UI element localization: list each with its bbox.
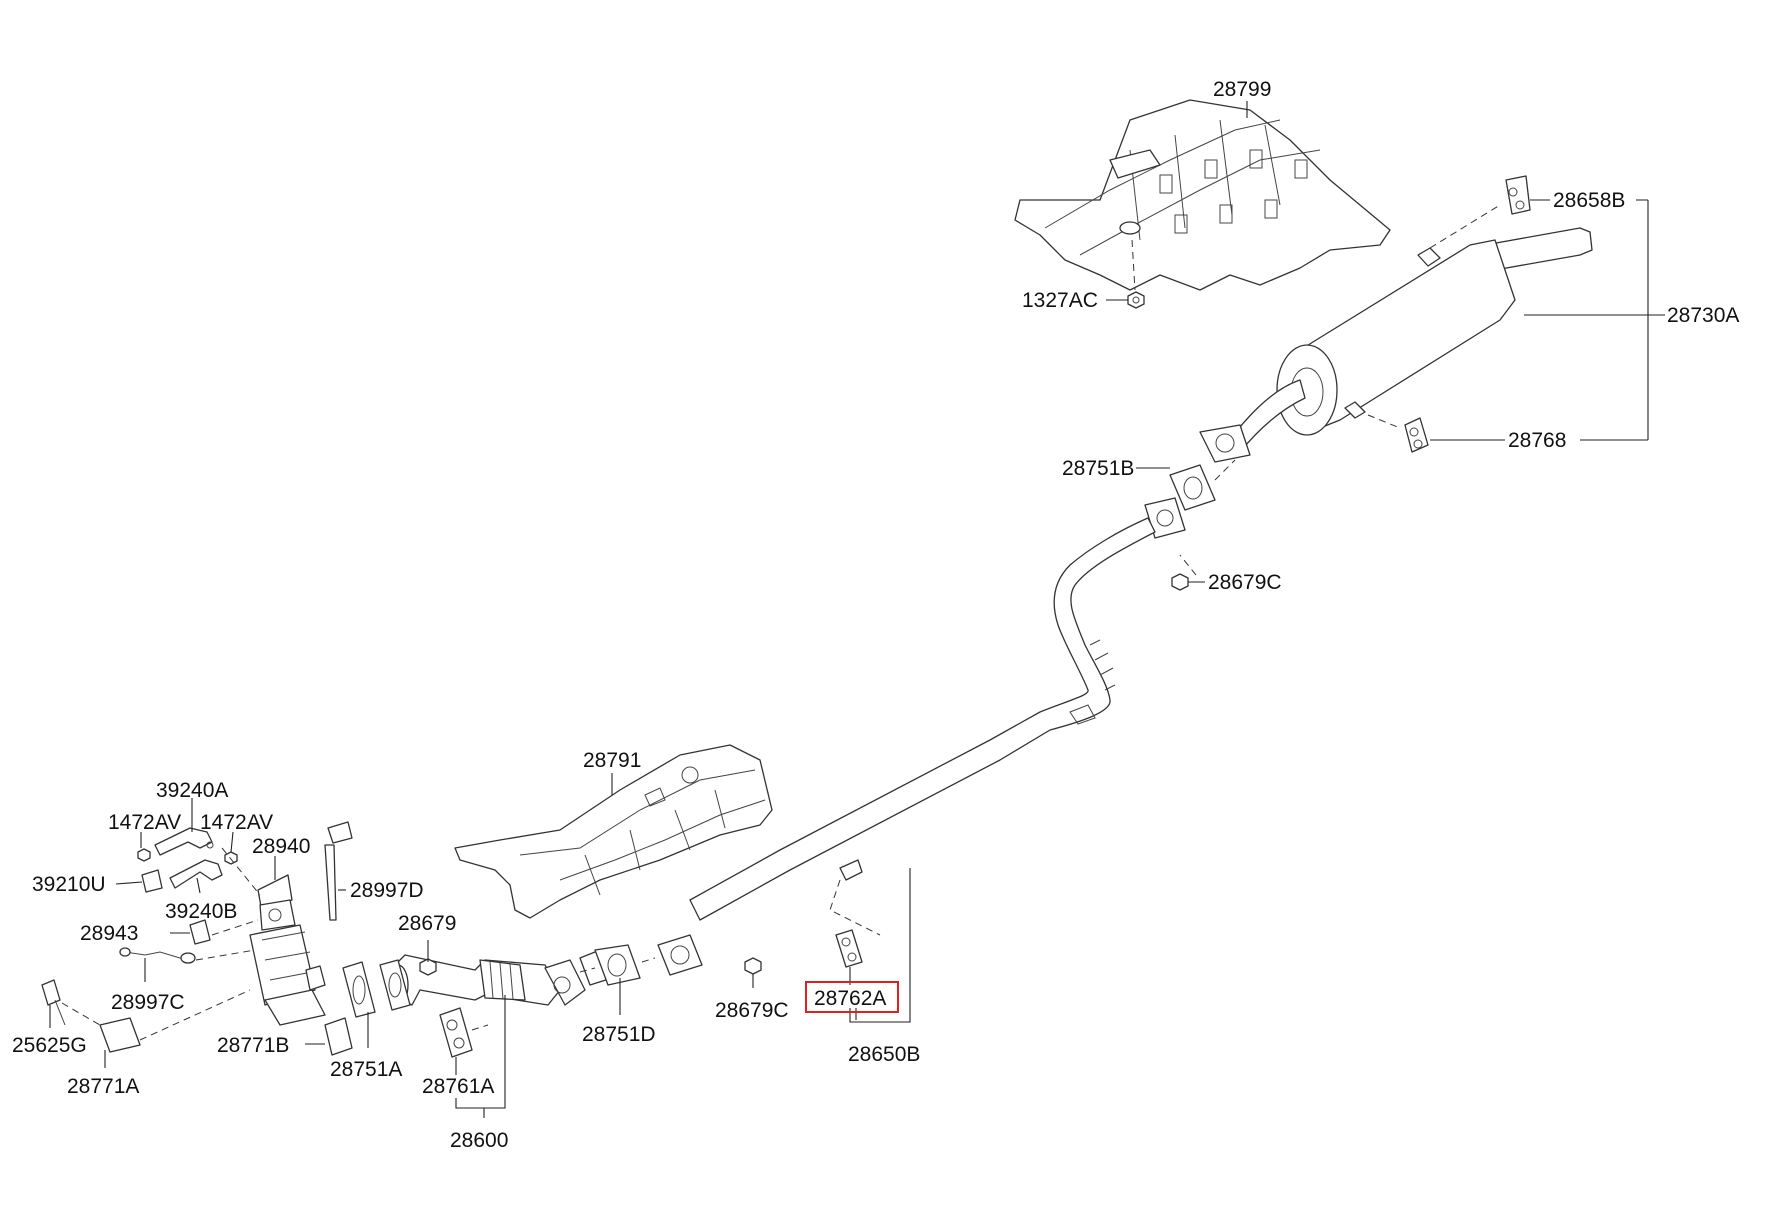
fastener-1472AV-left-icon	[137, 848, 151, 862]
rear-muffler-28730A	[1199, 227, 1593, 463]
label-28679C-top[interactable]: 28679C	[1208, 571, 1282, 594]
leader-dash-28762A	[829, 879, 881, 936]
front-pipe-28600	[387, 949, 613, 1006]
nut-1327AC-icon	[1127, 291, 1145, 309]
nut-28679C-top-icon	[1171, 573, 1189, 591]
nut-28679C-bottom-icon	[744, 957, 762, 975]
label-1472AV-right[interactable]: 1472AV	[200, 811, 273, 834]
label-28791[interactable]: 28791	[583, 749, 641, 772]
rubber-hanger-28658B-icon	[1505, 175, 1531, 215]
label-28771B[interactable]: 28771B	[217, 1034, 289, 1057]
leader-dash-28943	[211, 919, 259, 936]
leader-dash-pipe-gasket	[579, 967, 596, 973]
leader-dash-28679C-top	[1179, 554, 1197, 576]
oxygen-sensor-hose-39240A-icon	[154, 827, 214, 856]
oxygen-sensor-hose-39240B-icon	[169, 859, 223, 889]
label-28751A[interactable]: 28751A	[330, 1058, 402, 1081]
gasket-front-icon	[379, 959, 411, 1011]
label-39240B[interactable]: 39240B	[165, 900, 237, 923]
label-39240A[interactable]: 39240A	[156, 779, 228, 802]
leader-39240B	[196, 877, 201, 894]
center-pipe-28650B	[657, 497, 1186, 976]
label-1472AV-left[interactable]: 1472AV	[108, 811, 181, 834]
label-39210U[interactable]: 39210U	[32, 873, 106, 896]
bracket-28771B-icon	[324, 1017, 353, 1056]
label-28751D[interactable]: 28751D	[582, 1023, 656, 1046]
label-25625G[interactable]: 25625G	[12, 1034, 87, 1057]
bolt-25625G-icon	[41, 979, 66, 1026]
label-28997D[interactable]: 28997D	[350, 879, 424, 902]
catalytic-converter-28940	[249, 874, 326, 1026]
label-28730A[interactable]: 28730A	[1667, 304, 1739, 327]
leader-dash-28997C	[195, 949, 256, 961]
label-28771A[interactable]: 28771A	[67, 1075, 139, 1098]
leader-dash-28761A	[471, 1024, 489, 1031]
sensor-wire-28997C-icon	[119, 947, 196, 964]
label-28940[interactable]: 28940	[252, 835, 310, 858]
bracket-28997D-icon	[324, 821, 353, 921]
fastener-1472AV-right-icon	[224, 851, 238, 865]
bracket-28943-icon	[189, 919, 211, 945]
label-1327AC[interactable]: 1327AC	[1022, 289, 1098, 312]
front-heat-shield-28791	[454, 744, 773, 919]
label-28762A[interactable]: 28762A	[814, 987, 886, 1010]
label-28997C[interactable]: 28997C	[111, 991, 185, 1014]
leader-dash-28771A	[139, 989, 251, 1041]
label-28799[interactable]: 28799	[1213, 78, 1271, 101]
bracket-28650B	[849, 868, 911, 1023]
label-28679C-bottom[interactable]: 28679C	[715, 999, 789, 1022]
leader-1472AV-right	[230, 831, 234, 853]
label-28768[interactable]: 28768	[1508, 429, 1566, 452]
leader-dash-28768	[1367, 414, 1401, 429]
label-28761A[interactable]: 28761A	[422, 1075, 494, 1098]
label-28650B[interactable]: 28650B	[848, 1043, 920, 1066]
gasket-28751D-icon	[594, 944, 641, 986]
leader-dash-39240A	[221, 847, 261, 896]
bracket-28730A	[1580, 199, 1665, 441]
sensor-39210U-icon	[141, 869, 163, 893]
gasket-28751B-icon	[1169, 464, 1216, 511]
bracket-28600	[455, 995, 506, 1118]
label-28600[interactable]: 28600	[450, 1129, 508, 1152]
leader-dash-gasket-D	[641, 957, 656, 963]
label-28658B[interactable]: 28658B	[1553, 189, 1625, 212]
rubber-hanger-28762A-icon	[835, 929, 863, 968]
leader-dash-28658B	[1429, 204, 1501, 249]
leader-dash-25625G	[61, 1002, 101, 1026]
bracket-28771A-icon	[99, 1017, 141, 1053]
rear-heat-shield-28799	[1014, 99, 1391, 291]
label-28943[interactable]: 28943	[80, 922, 138, 945]
label-28679[interactable]: 28679	[398, 912, 456, 935]
highlight-box-28762A	[805, 981, 899, 1013]
label-28751B[interactable]: 28751B	[1062, 457, 1134, 480]
gasket-28751A-icon	[342, 961, 376, 1018]
rubber-hanger-28761A-icon	[439, 1007, 473, 1058]
leader-dash-1327AC	[1131, 239, 1136, 291]
leader-dash-gasket-B	[1214, 459, 1236, 481]
leader-39210U	[115, 881, 143, 885]
rubber-hanger-28768-icon	[1404, 417, 1429, 453]
